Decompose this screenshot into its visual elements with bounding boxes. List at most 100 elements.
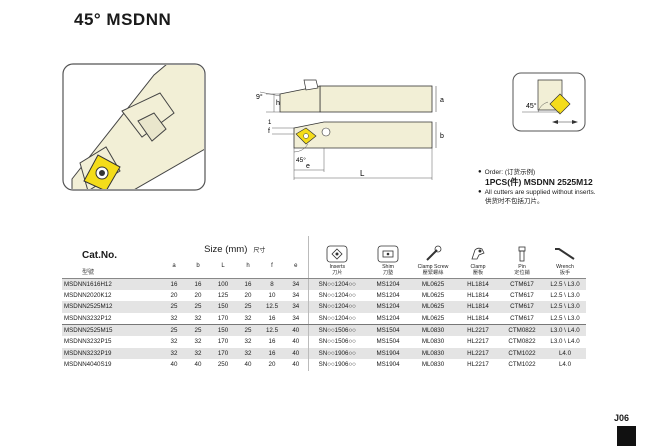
table-cell: 250 — [217, 361, 229, 369]
table-cell: 16 — [194, 280, 202, 288]
table-cell: 16 — [268, 349, 276, 357]
table-cell: 170 — [217, 338, 229, 346]
table-cell: 25 — [244, 326, 252, 334]
table-cell: HL2217 — [467, 361, 489, 369]
table-cell: L2.5 \ L3.0 — [550, 303, 580, 311]
acc-label-pin: Pin — [518, 263, 526, 270]
table-cell: SN○○1506○○ — [307, 324, 367, 336]
dim-1-label: 1 — [268, 120, 272, 126]
acc-header-shim: Shim 刀墊 — [366, 236, 411, 279]
page-tab-marker — [617, 426, 636, 446]
table-cell: CTM0822 — [508, 338, 536, 346]
cat-no-cell: MSDNN2020K12 — [64, 291, 112, 299]
table-cell: 25 — [194, 303, 202, 311]
cat-no-cell: MSDNN2525M15 — [64, 326, 113, 334]
acc-label-shim: Shim — [382, 263, 394, 270]
table-cell: 12.5 — [265, 326, 279, 334]
table-cell: MS1504 — [376, 326, 400, 334]
table-cell: 34 — [284, 312, 309, 325]
table-cell: 25 — [170, 303, 178, 311]
table-cell: SN○○1506○○ — [307, 335, 367, 348]
table-cell: 32 — [194, 338, 202, 346]
table-cell: 40 — [194, 361, 202, 369]
table-cell: ML0625 — [421, 303, 445, 311]
size-header: Size (mm)尺寸 — [162, 236, 308, 258]
table-cell: HL1814 — [467, 303, 489, 311]
table-cell: ML0830 — [421, 361, 445, 369]
table-cell: 170 — [217, 349, 229, 357]
table-cell: 32 — [236, 312, 260, 325]
table-cell: 12.5 — [265, 303, 279, 311]
table-cell: CTM617 — [510, 291, 534, 299]
clamp-icon — [471, 247, 485, 259]
table-cell: ML0625 — [421, 280, 445, 288]
dim-header-a: a — [162, 258, 186, 279]
pin-icon — [518, 246, 526, 261]
table-cell: 25 — [170, 326, 178, 334]
dim-b-label: b — [440, 133, 444, 140]
table-cell: L2.5 \ L3.0 — [550, 280, 580, 288]
cat-no-cell: MSDNN3232P12 — [62, 312, 162, 325]
table-cell: 25 — [194, 326, 202, 334]
acc-cn-clamp-screw: 壓緊螺絲 — [422, 269, 444, 276]
table-cell: 16 — [244, 280, 252, 288]
tool-holder-drawing: 9° h a b f 1 45° e L — [256, 79, 444, 180]
acc-header-pin: Pin 定位銷 — [500, 236, 545, 279]
page-title: 45° MSDNN — [74, 10, 172, 29]
table-cell: ML0625 — [410, 312, 457, 325]
dim-45-label: 45° — [296, 156, 306, 164]
table-cell: L3.0 \ L4.0 — [550, 326, 580, 334]
spec-table: Cat.No. 型號 Size (mm)尺寸 Inserts 刀片 Shim 刀… — [62, 236, 587, 371]
table-cell: 16 — [268, 338, 276, 346]
table-cell: 32 — [244, 338, 252, 346]
cat-no-cell: MSDNN2525M12 — [64, 303, 113, 311]
dim-header-f: f — [260, 258, 284, 279]
table-cell: SN○○1204○○ — [307, 301, 367, 313]
acc-cn-clamp: 壓板 — [472, 269, 484, 276]
table-cell: ML0625 — [421, 291, 445, 299]
cat-no-cell: MSDNN3232P15 — [64, 338, 112, 346]
dim-header-b: b — [186, 258, 210, 279]
acc-cn-inserts: 刀片 — [332, 269, 343, 276]
table-cell: 32 — [162, 312, 186, 325]
table-cell: HL2217 — [467, 338, 489, 346]
page-number: J06 — [614, 413, 630, 423]
table-cell: SN○○1204○○ — [307, 289, 367, 302]
acc-label-clamp-screw: Clamp Screw — [417, 263, 449, 270]
table-cell: 20 — [194, 291, 202, 299]
dim-h-label: h — [276, 100, 280, 107]
cat-no-cell: MSDNN4040S19 — [64, 361, 112, 369]
clamp-screw-icon — [426, 245, 442, 261]
table-cell: 34 — [292, 280, 300, 288]
acc-header-inserts: Inserts 刀片 — [307, 236, 367, 279]
table-cell: 16 — [260, 312, 284, 325]
order-example: 1PCS(件) MSDNN 2525M12 — [485, 177, 593, 187]
dim-e-label: e — [306, 163, 310, 170]
table-cell: 8 — [270, 280, 274, 288]
dim-header-L: L — [210, 258, 236, 279]
dim-header-e: e — [284, 258, 309, 279]
table-cell: SN○○1906○○ — [307, 359, 367, 371]
table-cell: 32 — [170, 338, 178, 346]
table-cell: SN○○1204○○ — [307, 278, 367, 290]
order-label: Order: (订货示例) — [484, 169, 536, 176]
table-cell: 32 — [194, 349, 202, 357]
dim-9-label: 9° — [256, 93, 263, 101]
dim-L-label: L — [360, 169, 365, 178]
table-cell: 34 — [292, 303, 300, 311]
order-info: ● Order: (订货示例) 1PCS(件) MSDNN 2525M12 ● … — [478, 168, 596, 206]
table-cell: MS1904 — [376, 361, 400, 369]
table-cell: CTM617 — [510, 303, 534, 311]
table-cell: 20 — [244, 291, 252, 299]
acc-header-wrench: Wrench 扳手 — [544, 236, 587, 279]
order-note-line: ● All cutters are supplied without inser… — [478, 188, 596, 197]
table-cell: SN○○1204○○ — [307, 312, 367, 325]
table-cell: 20 — [170, 291, 178, 299]
table-cell: L4.0 — [558, 349, 572, 357]
table-cell: HL2217 — [467, 326, 489, 334]
table-cell: L3.0 \ L4.0 — [550, 338, 580, 346]
table-cell: 125 — [217, 291, 229, 299]
